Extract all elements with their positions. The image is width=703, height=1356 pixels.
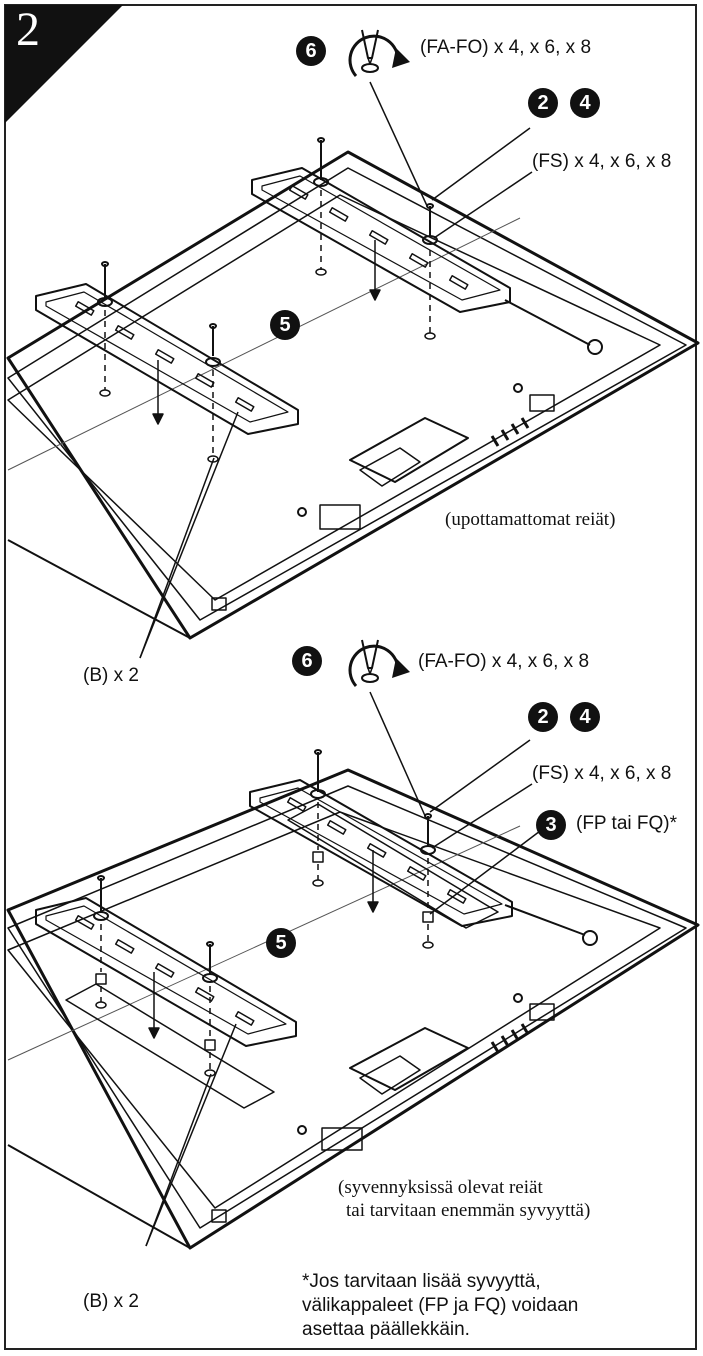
hole-note-top: (upottamattomat reiät) [445,509,616,530]
bracket-bottom-right [249,779,513,927]
tv-back-bottom [6,768,700,1250]
badge-bracket-bottom: 5 [266,928,296,958]
screws-top [97,137,438,367]
leaders-top [139,81,533,659]
footnote: *Jos tarvitaan lisää syvyyttä, välikappa… [302,1270,682,1342]
badge-screw-step-bottom: 6 [292,646,322,676]
hole-note-bottom-line1: (syvennyksissä olevat reiät [338,1177,543,1198]
bracket-bottom-left [35,897,297,1047]
footnote-line1: *Jos tarvitaan lisää syvyyttä, [302,1271,541,1292]
screw-label-bottom: (FA-FO) x 4, x 6, x 8 [418,651,590,672]
washer-label-bottom: (FS) x 4, x 6, x 8 [532,763,672,784]
screwdriver-rotate-icon-bottom [348,639,410,687]
footnote-line2: välikappaleet (FP ja FQ) voidaan [302,1295,579,1316]
bracket-top-right [251,167,511,313]
badge-bracket-top: 5 [270,310,300,340]
down-arrows-bottom [148,850,379,1039]
down-arrows-top [152,240,381,425]
guide-lines-bottom [100,802,429,1070]
step-number: 2 [16,3,40,56]
badge-washer-a-bottom: 2 [528,702,558,732]
spacer-label-bottom: (FP tai FQ)* [576,813,677,834]
badge-spacer-bottom: 3 [536,810,566,840]
footnote-line3: asettaa päällekkäin. [302,1319,470,1340]
step-tab [5,5,123,123]
screwdriver-rotate-icon-top [348,29,410,77]
bracket-label-top: (B) x 2 [83,665,139,686]
leaders-bottom [145,691,549,1247]
spacers-bottom [95,851,434,1051]
screws-bottom [93,749,436,983]
tv-back-top [6,150,700,640]
hole-note-bottom-line2: tai tarvitaan enemmän syvyyttä) [346,1200,591,1221]
badge-screw-step-top: 6 [296,36,326,66]
badge-washer-b-bottom: 4 [570,702,600,732]
badge-washer-a-top: 2 [528,88,558,118]
guide-lines-top [104,190,431,456]
bracket-label-bottom: (B) x 2 [83,1291,139,1312]
page-frame [4,4,697,1350]
target-holes-bottom [95,879,434,1077]
washer-label-top: (FS) x 4, x 6, x 8 [532,151,672,172]
screw-label-top: (FA-FO) x 4, x 6, x 8 [420,37,592,58]
badge-washer-b-top: 4 [570,88,600,118]
